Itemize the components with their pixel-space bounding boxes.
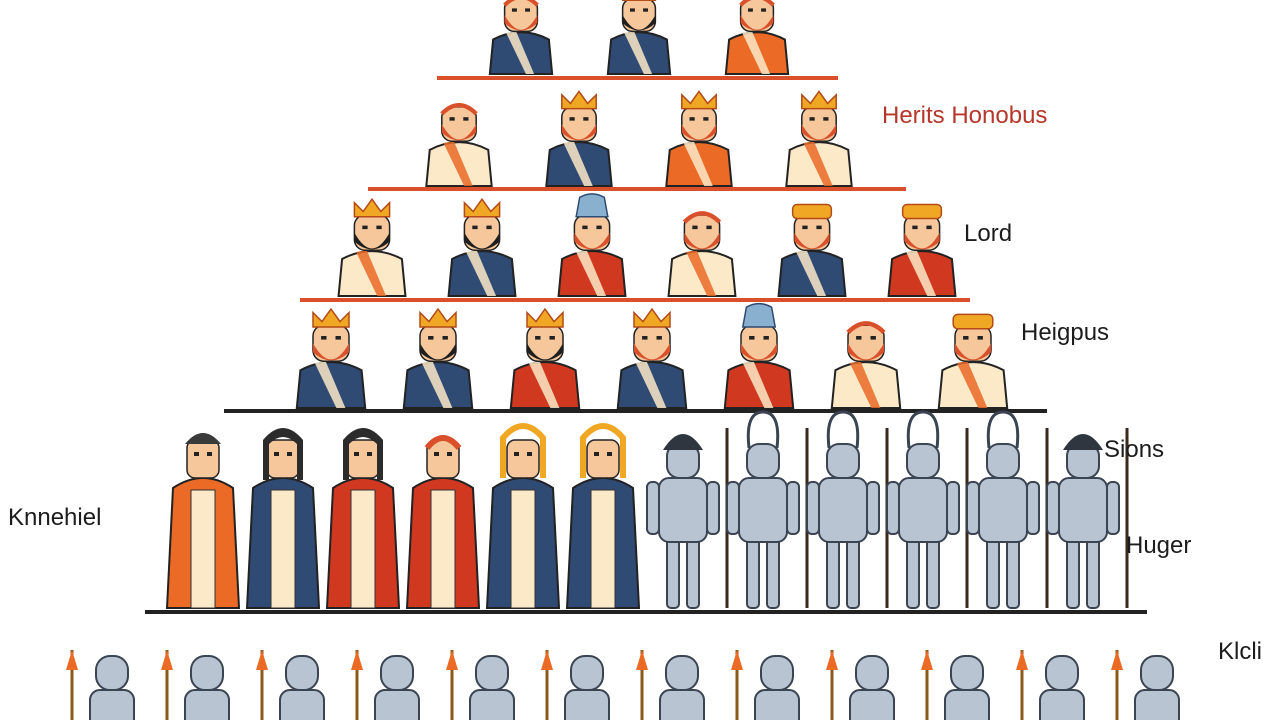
tier-3-figure-2 [447,197,517,297]
tier-4-figure-6 [830,321,902,409]
tier-2-figure-2 [545,90,613,187]
tier-5-figure-10 [886,410,969,609]
tier-3-figure-1 [337,197,407,297]
tier-2-figure-3 [665,90,733,187]
tier-6-figure-4 [351,650,420,720]
tier-4-figure-7 [937,313,1009,409]
tier-1-figure-1 [488,0,554,75]
tier-4-figure-1 [295,307,367,409]
tier-5-figure-5 [485,423,561,609]
tier-2-figure-4 [785,90,853,187]
tier-6-figure-3 [256,650,325,720]
tier-6-figure-2 [161,650,230,720]
label-tier4: Heigpus [1021,319,1110,346]
label-left: Knnehiel [8,504,102,531]
tier-6-figure-12 [1111,650,1180,720]
tier-4-figure-3 [509,307,581,409]
tier-1-figure-3 [724,0,790,75]
tier-5-figure-12 [1046,428,1129,609]
tier-5-figure-1 [165,433,241,609]
tier-3-figure-5 [777,203,847,297]
tier-4-figure-5 [723,302,795,409]
tier-4-figure-4 [616,307,688,409]
tier-5-figure-3 [325,428,401,609]
tier-6-figure-9 [826,650,895,720]
tier-5-figure-6 [565,423,641,609]
tier-3-figure-6 [887,203,957,297]
tier-6-figure-1 [66,650,135,720]
tier-6-figure-7 [636,650,705,720]
label-tier5-lower: Huger [1126,532,1192,559]
label-tier2: Herits Honobus [882,102,1048,129]
tier-6-figure-8 [731,650,800,720]
label-tier5-upper: Sions [1104,436,1165,463]
tier-6-figure-5 [446,650,515,720]
tier-5-figure-8 [726,410,809,609]
label-tier3: Lord [964,220,1013,247]
tier-3-figure-3 [557,193,627,297]
tier-6-figure-11 [1016,650,1085,720]
tier-6-figure-6 [541,650,610,720]
tier-2-figure-1 [425,103,493,187]
tier-3-figure-4 [667,211,737,297]
tier-4-figure-2 [402,307,474,409]
tier-5-figure-7 [646,428,729,609]
tier-5-figure-4 [405,435,481,609]
tier-5-figure-11 [966,410,1049,609]
tier-6-figure-10 [921,650,990,720]
tier-5-figure-9 [806,410,889,609]
tier-5-figure-2 [245,428,321,609]
label-bottom: Klcli [1218,638,1263,665]
tier-1-figure-2 [606,0,672,75]
